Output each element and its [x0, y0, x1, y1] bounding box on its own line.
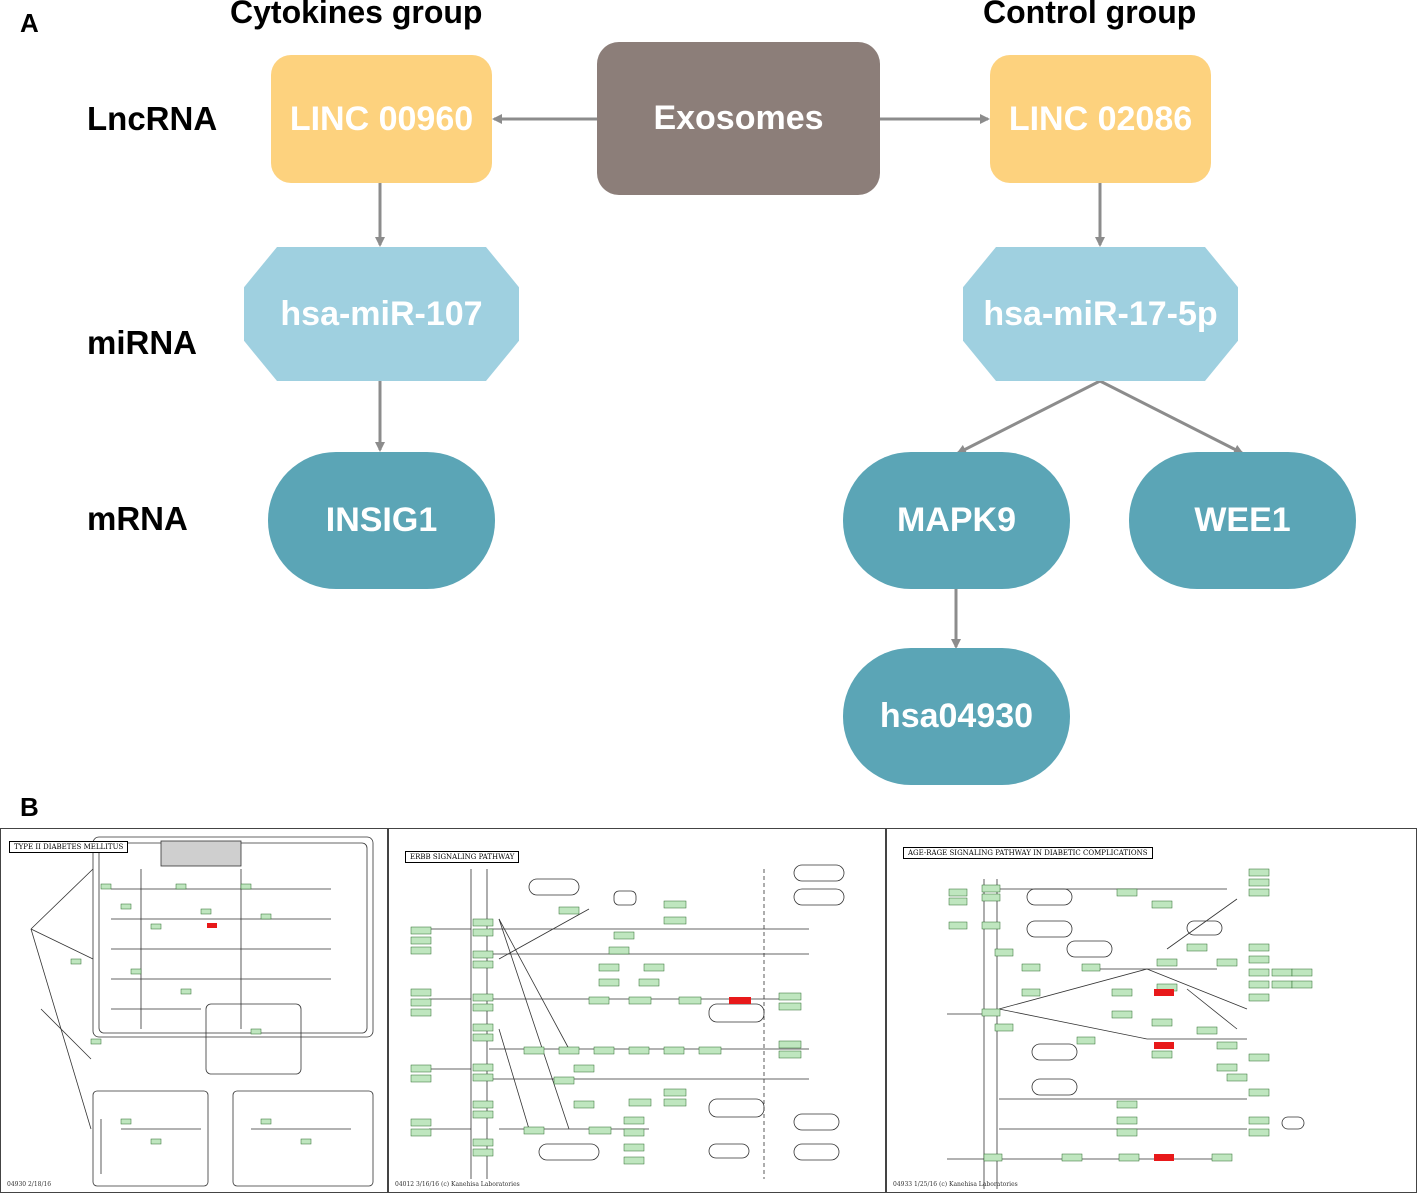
kegg-map-age-rage: AGE-RAGE SIGNALING PATHWAY IN DIABETIC C… — [886, 828, 1417, 1193]
row-label-mrna: mRNA — [87, 500, 188, 537]
kegg-footer-3: 04933 1/25/16 (c) Kanehisa Laboratories — [893, 1181, 1018, 1188]
arrow-mir17-to-mapk9 — [956, 379, 1101, 455]
node-hsa-mir-107: hsa-miR-107 — [244, 247, 519, 381]
kegg-map-diagram — [947, 868, 1313, 1189]
row-label-lncrna: LncRNA — [87, 100, 218, 137]
kegg-title-3: AGE-RAGE SIGNALING PATHWAY IN DIABETIC C… — [903, 847, 1153, 859]
node-exosomes: Exosomes — [597, 42, 880, 195]
kegg-footer-2: 04012 3/16/16 (c) Kanehisa Laboratories — [395, 1181, 520, 1188]
node-linc00960: LINC 00960 — [271, 55, 492, 183]
panel-b-letter: B — [20, 792, 39, 822]
kegg-title-1: TYPE II DIABETES MELLITUS — [9, 841, 129, 853]
node-wee1: WEE1 — [1129, 452, 1356, 589]
cytokines-group-title: Cytokines group — [230, 0, 483, 30]
node-hsa-mir-17-5p: hsa-miR-17-5p — [963, 247, 1238, 381]
kegg-map-type2-diabetes: TYPE II DIABETES MELLITUS 04930 2/18/16 — [0, 828, 388, 1193]
kegg-title-2: ERBB SIGNALING PATHWAY — [405, 851, 520, 863]
kegg-map-diagram — [410, 864, 845, 1179]
node-mapk9: MAPK9 — [843, 452, 1070, 589]
node-insig1: INSIG1 — [268, 452, 495, 589]
node-linc02086: LINC 02086 — [990, 55, 1211, 183]
node-hsa04930: hsa04930 — [843, 648, 1070, 785]
kegg-map-diagram — [30, 836, 374, 1187]
panel-a-letter: A — [20, 8, 39, 38]
kegg-footer-1: 04930 2/18/16 — [7, 1181, 52, 1188]
control-group-title: Control group — [983, 0, 1197, 30]
arrow-layer — [375, 114, 1244, 649]
row-label-mirna: miRNA — [87, 324, 198, 361]
arrow-mir17-to-wee1 — [1099, 379, 1244, 455]
kegg-map-erbb-signaling: ERBB SIGNALING PATHWAY 04012 3/16/16 (c)… — [388, 828, 886, 1193]
